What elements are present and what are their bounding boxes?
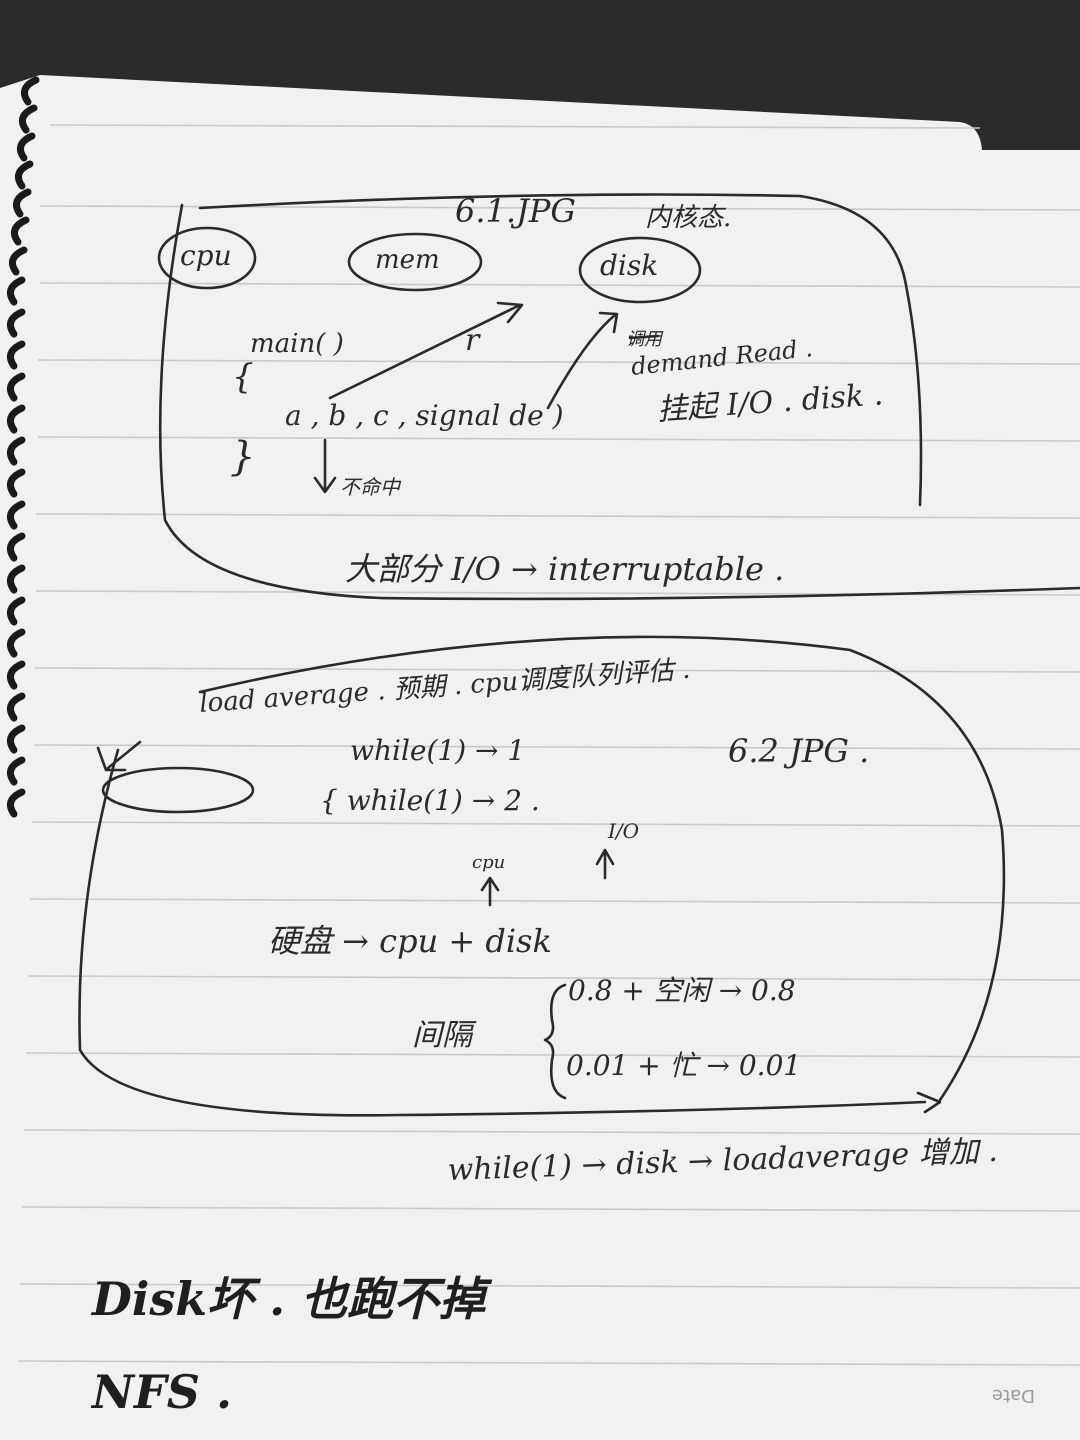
arrow-loop-left <box>96 740 142 772</box>
arrow-to-mem <box>328 301 524 400</box>
arrow-down-miss <box>313 438 337 494</box>
while1-line: while(1) → 1 <box>350 734 525 767</box>
cpu-label: cpu <box>472 852 505 873</box>
top-result: 大部分 I/O → interruptable . <box>345 550 784 588</box>
oval-cpu-label: cpu <box>180 239 232 272</box>
bottom-loop <box>78 635 1006 1117</box>
bottom-ref: 6.2 JPG . <box>728 732 869 770</box>
strike-through <box>628 334 660 340</box>
arrow-up-cpu <box>480 876 500 907</box>
brace-close: } <box>230 434 255 480</box>
oval-mem <box>347 232 483 292</box>
period-brace <box>543 983 567 1100</box>
footer-line-2: NFS . <box>90 1365 232 1419</box>
brace-open: { <box>232 357 254 397</box>
date-stamp: Date <box>992 1385 1035 1406</box>
arrow-loop-right <box>916 1091 942 1114</box>
miss-label: 不命中 <box>340 475 402 499</box>
struck-label: 调用 <box>626 329 664 350</box>
spiral-binding <box>6 76 40 818</box>
arrow-to-disk <box>546 311 619 410</box>
top-loop <box>158 193 1080 601</box>
code-line: a , b , c , signal de ) <box>285 399 564 432</box>
top-title: 内核态. <box>645 203 731 233</box>
arrow-r-label: r <box>465 323 481 358</box>
top-ref-label: 6.1.JPG <box>455 192 576 230</box>
oval-disk-label: disk <box>600 249 658 282</box>
oval-queue <box>101 766 255 814</box>
io-label: I/O <box>607 819 639 843</box>
arrow-up-io <box>595 848 615 880</box>
period-line-2: 0.01 + 忙 → 0.01 <box>566 1049 801 1082</box>
footer-line-1: Disk坏 . 也跑不掉 <box>90 1272 493 1326</box>
machine-line: 硬盘 → cpu + disk <box>268 922 552 960</box>
oval-disk <box>578 236 702 304</box>
main-label: main( ) <box>250 329 344 359</box>
period-line-1: 0.8 + 空闲 → 0.8 <box>568 974 796 1007</box>
paper-sheet <box>0 75 1080 1440</box>
while2-line: { while(1) → 2 . <box>320 784 540 817</box>
oval-mem-label: mem <box>375 245 440 275</box>
oval-cpu <box>157 226 257 290</box>
period-label: 间隔 <box>412 1018 477 1053</box>
